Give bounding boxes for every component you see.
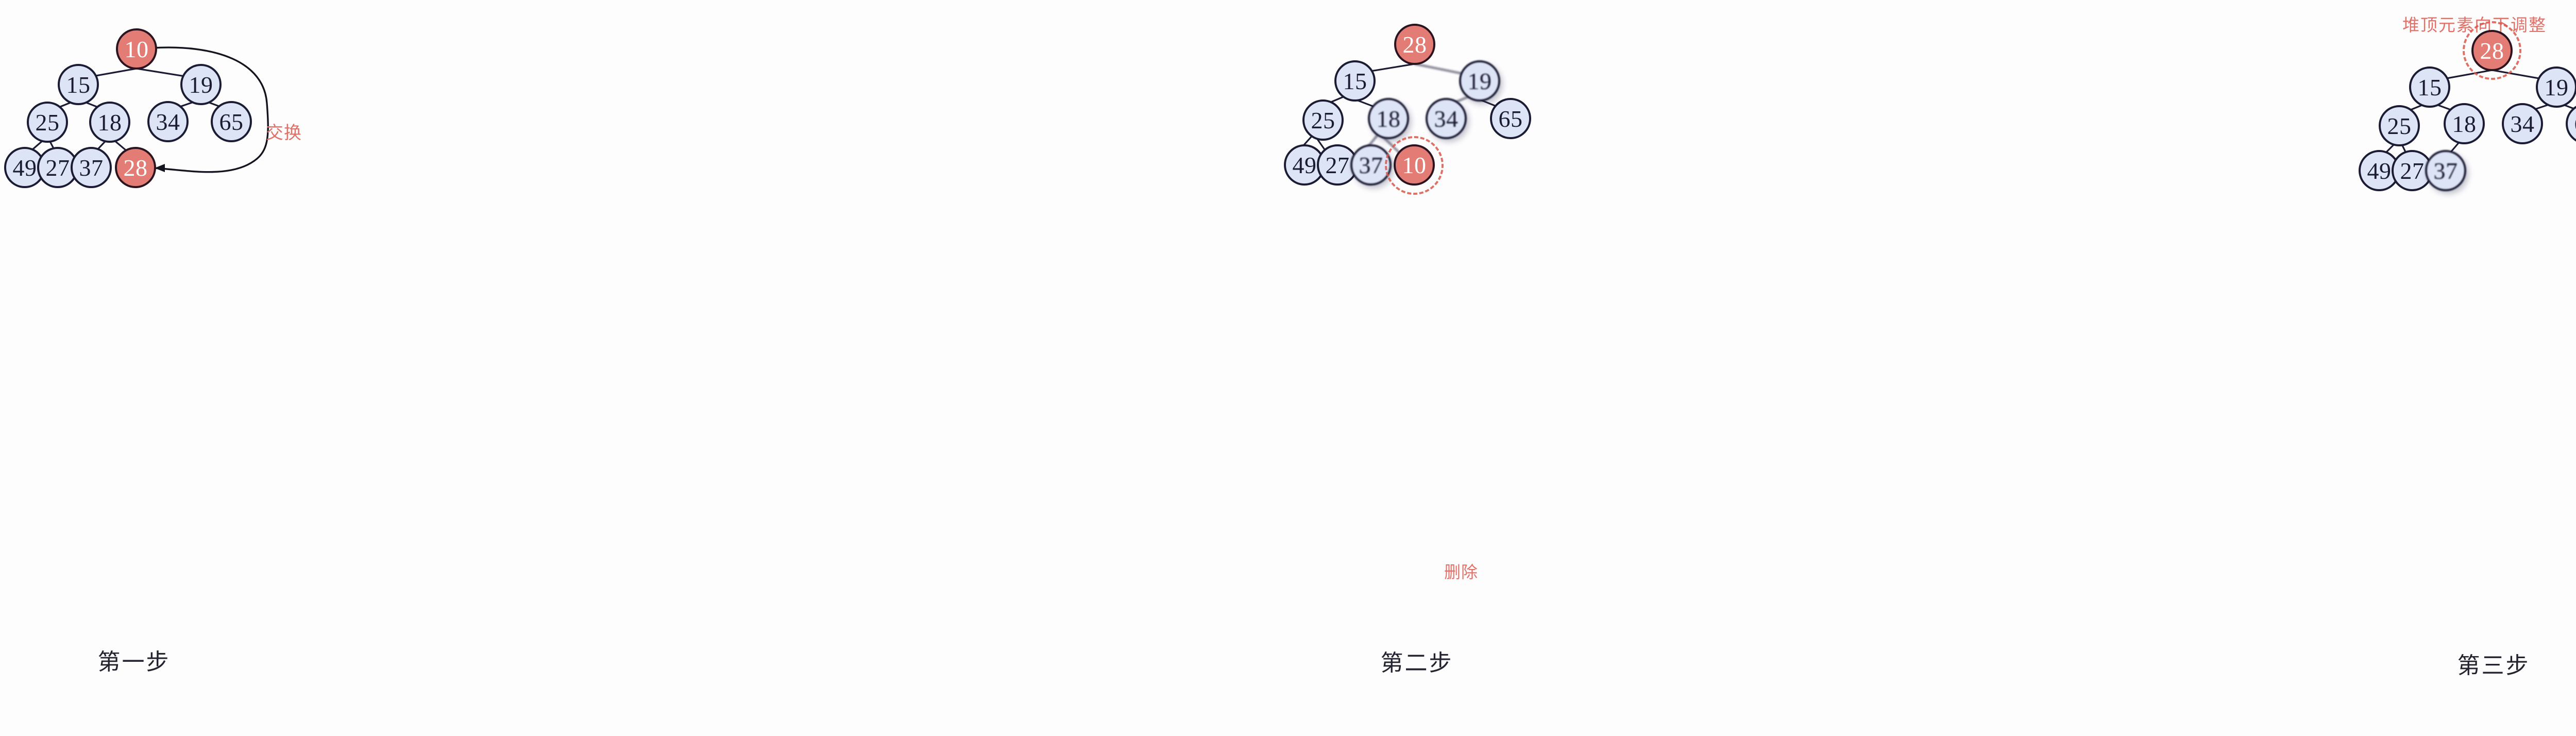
tree-node[interactable]: 28 [115, 147, 156, 188]
tree-node[interactable]: 34 [2502, 103, 2543, 144]
tree-node[interactable]: 19 [2536, 66, 2576, 108]
tree-node[interactable]: 25 [1302, 99, 1344, 141]
swap-arrowhead [155, 164, 165, 172]
tree-node[interactable]: 28 [1394, 24, 1435, 65]
swap-annotation: 交换 [266, 123, 302, 143]
node-label: 27 [2400, 157, 2425, 184]
node-label: 28 [123, 154, 148, 181]
panel-caption: 第一步 [97, 649, 171, 675]
node-label: 28 [1402, 31, 1427, 58]
node-label: 18 [2452, 110, 2477, 137]
node-label: 65 [2574, 110, 2576, 138]
panel-1-edges [24, 46, 269, 173]
panel-caption: 第三步 [2457, 653, 2530, 679]
panel-caption: 第二步 [1380, 650, 1453, 676]
node-label: 10 [124, 36, 149, 62]
node-label: 18 [97, 109, 122, 136]
tree-node[interactable]: 19 [180, 64, 222, 105]
tree-node[interactable]: 65 [211, 101, 252, 142]
node-label: 10 [1402, 152, 1427, 178]
node-label: 15 [1343, 68, 1367, 94]
tree-node[interactable]: 34 [147, 101, 189, 142]
tree-node[interactable]: 15 [2409, 66, 2450, 108]
tree-node[interactable]: 37 [1350, 144, 1392, 186]
node-label: 28 [2480, 37, 2504, 64]
node-label: 27 [1325, 152, 1350, 178]
tree-node[interactable]: 25 [27, 102, 68, 143]
node-label: 65 [1498, 105, 1523, 132]
tree-node[interactable]: 10 [116, 28, 157, 70]
node-label: 65 [219, 108, 244, 135]
node-label: 25 [2387, 112, 2412, 139]
node-label: 34 [1434, 105, 1459, 132]
node-label: 25 [1311, 107, 1335, 133]
node-label: 37 [79, 154, 104, 181]
panel-step-1: 10 15 19 25 18 34 65 49 27 37 28 交换 第一步 [0, 0, 896, 736]
node-label: 37 [1359, 152, 1383, 178]
node-label: 27 [45, 154, 70, 181]
tree-node[interactable]: 18 [1368, 98, 1409, 139]
tree-node[interactable]: 15 [58, 64, 99, 105]
node-label: 15 [2417, 74, 2442, 101]
tree-node[interactable]: 19 [1459, 60, 1500, 102]
node-label: 19 [2544, 74, 2569, 101]
delete-annotation: 删除 [1444, 562, 1479, 582]
tree-node[interactable]: 49 [2359, 150, 2400, 191]
node-label: 49 [1292, 152, 1317, 178]
tree-node[interactable]: 27 [1317, 144, 1358, 186]
tree-node[interactable]: 28 [2471, 30, 2513, 71]
node-label: 34 [2510, 110, 2535, 137]
tree-node[interactable]: 18 [2444, 103, 2485, 144]
tree-node[interactable]: 65 [1490, 98, 1531, 139]
node-label: 18 [1376, 105, 1401, 132]
node-label: 49 [12, 154, 37, 181]
node-label: 25 [35, 109, 60, 136]
panel-step-3: 堆顶元素向下调整 28 15 19 25 18 34 65 49 27 37 第… [1803, 0, 2576, 736]
node-label: 34 [156, 108, 180, 135]
tree-node[interactable]: 18 [89, 102, 130, 143]
node-label: 19 [189, 71, 213, 98]
tree-node[interactable]: 37 [2425, 150, 2466, 191]
delete-highlight-ring [1385, 136, 1444, 195]
tree-node[interactable]: 34 [1426, 98, 1467, 139]
node-label: 19 [1467, 68, 1492, 94]
tree-node[interactable]: 15 [1334, 60, 1376, 102]
node-label: 37 [2433, 157, 2458, 184]
node-label: 15 [66, 71, 91, 98]
tree-node[interactable]: 37 [71, 147, 112, 188]
tree-node[interactable]: 25 [2379, 105, 2420, 146]
tree-node[interactable]: 10 [1394, 144, 1435, 186]
root-highlight-ring [2463, 21, 2521, 80]
node-label: 49 [2367, 157, 2392, 184]
panel-step-2: 28 15 19 25 18 34 65 49 27 37 10 删除 第二步 [979, 0, 1783, 736]
